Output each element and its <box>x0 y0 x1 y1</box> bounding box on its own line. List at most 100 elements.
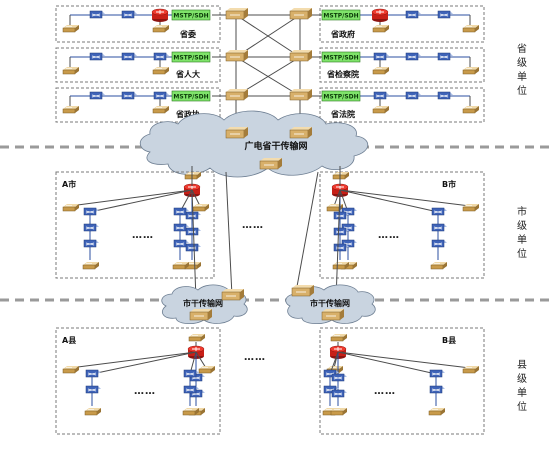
mstp-sdh-device <box>321 51 361 63</box>
unit-box-left-2 <box>55 47 221 83</box>
workgroup-switch-icon <box>152 24 170 33</box>
city-units <box>62 171 480 270</box>
unit-label-right-3: 省法院 <box>330 109 355 119</box>
province-units: MSTP/SDH MSTP/SDH MSTP/SDH MSTP/SDH MSTP/SDH… <box>62 8 480 114</box>
workgroup-switch-icon <box>372 105 390 114</box>
workgroup-switch-icon <box>152 66 170 75</box>
tier-label-county: 县 级 单 位 <box>517 359 527 413</box>
inter-tier-links <box>191 166 341 301</box>
workgroup-switch-icon <box>62 203 80 212</box>
city-middle-ellipsis: …… <box>242 220 264 231</box>
unit-label-left-1: 省委 <box>179 29 197 39</box>
county-box-a <box>55 327 221 435</box>
switch-icon <box>331 389 348 398</box>
workgroup-switch-icon <box>152 105 170 114</box>
svg-text:省: 省 <box>517 42 527 55</box>
county-a-ellipsis: …… <box>134 386 156 397</box>
core-switch <box>225 7 313 101</box>
switch-icon <box>83 207 100 216</box>
county-box-b <box>319 327 485 435</box>
workgroup-switch-icon <box>332 171 350 180</box>
city-label-a: A市 <box>62 179 76 189</box>
mstp-sdh-label: MSTP/SDH <box>323 94 358 101</box>
svg-text:级: 级 <box>517 373 527 385</box>
switch-icon <box>85 385 102 394</box>
workgroup-switch-icon <box>82 261 100 270</box>
workgroup-switch-icon <box>462 105 480 114</box>
switch-icon <box>83 239 100 248</box>
tier-label-city: 市 级 单 位 <box>517 205 527 260</box>
switch-icon <box>333 211 350 220</box>
switch-icon <box>431 223 448 232</box>
county-label-a: A县 <box>62 336 76 345</box>
mstp-sdh-label: MSTP/SDH <box>173 13 208 20</box>
county-middle-ellipsis: …… <box>244 352 266 363</box>
workgroup-switch-icon <box>462 66 480 75</box>
workgroup-switch-icon <box>62 24 80 33</box>
mstp-sdh-label: MSTP/SDH <box>173 55 208 62</box>
workgroup-switch-icon <box>188 333 206 342</box>
switch-icon <box>185 243 202 252</box>
city-box-a <box>55 171 215 279</box>
tier-label-province: 省 级 单 位 <box>517 42 527 97</box>
unit-label-right-2: 省检察院 <box>326 69 359 79</box>
unit-box-right-1 <box>319 5 485 43</box>
county-label-b: B县 <box>442 336 456 345</box>
mstp-sdh-device <box>321 9 361 21</box>
svg-text:级: 级 <box>517 220 527 232</box>
switch-icon <box>431 207 448 216</box>
workgroup-switch-icon <box>62 365 80 374</box>
router-icon <box>151 8 169 23</box>
workgroup-switch-icon <box>372 66 390 75</box>
mstp-sdh-device <box>171 51 211 63</box>
mstp-sdh-label: MSTP/SDH <box>323 55 358 62</box>
city-a-ellipsis: …… <box>132 230 154 241</box>
mstp-sdh-label: MSTP/SDH <box>173 94 208 101</box>
svg-text:位: 位 <box>517 84 527 97</box>
svg-text:县: 县 <box>517 359 527 371</box>
switch-icon <box>429 369 446 378</box>
workgroup-switch-icon <box>326 203 344 212</box>
svg-text:市: 市 <box>517 205 527 218</box>
city-box-b <box>319 171 485 279</box>
mstp-sdh-device <box>171 9 211 21</box>
svg-text:单: 单 <box>517 234 527 246</box>
county-units <box>62 333 480 416</box>
city-network-label-left: 市干传输网 <box>183 298 223 308</box>
workgroup-switch-icon <box>462 24 480 33</box>
city-b-ellipsis: …… <box>378 230 400 241</box>
switch-icon <box>333 227 350 236</box>
workgroup-switch-icon <box>198 365 216 374</box>
workgroup-switch-icon <box>62 105 80 114</box>
svg-text:位: 位 <box>517 400 527 413</box>
svg-text:单: 单 <box>517 387 527 399</box>
unit-box-right-2 <box>319 47 485 83</box>
mstp-sdh-device <box>321 90 361 102</box>
switch-icon <box>429 385 446 394</box>
county-b-ellipsis: …… <box>374 386 396 397</box>
city-label-b: B市 <box>442 179 456 189</box>
mstp-sdh-label: MSTP/SDH <box>323 13 358 20</box>
workgroup-switch-icon <box>330 333 348 342</box>
svg-text:位: 位 <box>517 247 527 260</box>
workgroup-switch-icon <box>372 24 390 33</box>
workgroup-switch-icon <box>62 66 80 75</box>
workgroup-switch-icon <box>84 407 102 416</box>
router-icon <box>371 8 389 23</box>
switch-icon <box>333 243 350 252</box>
switch-icon <box>85 369 102 378</box>
switch-icon <box>431 239 448 248</box>
unit-label-left-3: 省政协 <box>175 109 200 119</box>
workgroup-switch-icon <box>428 407 446 416</box>
unit-box-left-3 <box>55 87 221 123</box>
unit-label-right-1: 省政府 <box>330 29 355 39</box>
unit-box-right-3 <box>319 87 485 123</box>
switch-icon <box>331 373 348 382</box>
mstp-sdh-device <box>171 90 211 102</box>
switch-icon <box>83 223 100 232</box>
workgroup-switch-icon <box>430 261 448 270</box>
svg-text:单: 单 <box>517 71 527 83</box>
workgroup-switch-icon <box>192 203 210 212</box>
